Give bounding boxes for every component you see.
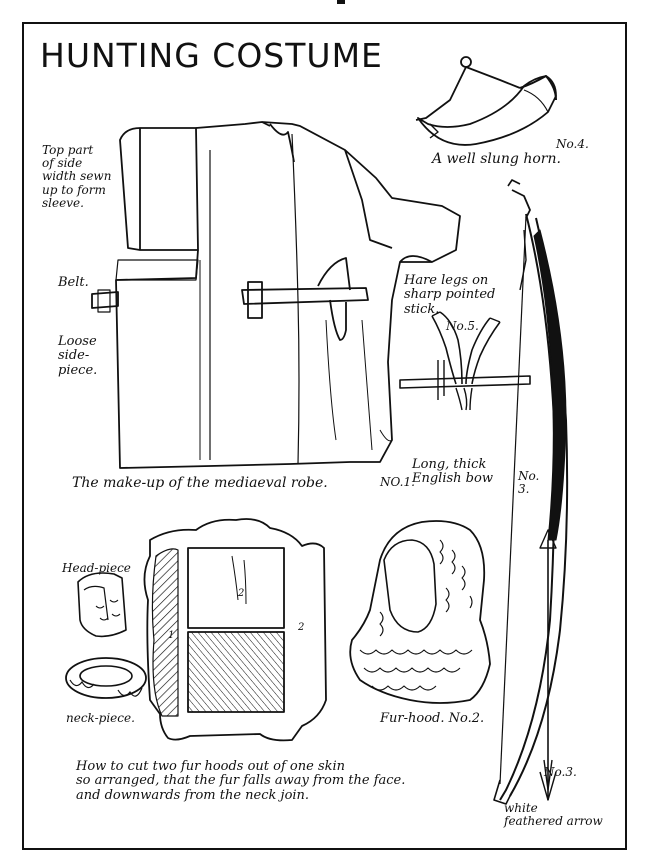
skin-diagram-drawing (143, 518, 327, 742)
page-title: HUNTING COSTUME (40, 36, 383, 75)
fur-hood-drawing (349, 520, 491, 704)
sleeve-note: Top part of side width sewn up to form s… (42, 143, 112, 210)
robe-caption: The make-up of the mediaeval robe. (72, 475, 328, 491)
skin-caption: How to cut two fur hoods out of one skin… (76, 759, 406, 803)
arrow-caption: white feathered arrow (504, 801, 603, 829)
fur-hood-caption: Fur-hood. No.2. (380, 711, 485, 726)
arrow-number: No.3. (544, 765, 577, 779)
hare-legs-drawing (399, 311, 531, 411)
page-mark (337, 0, 345, 4)
horn-drawing (415, 56, 557, 146)
bow-caption: Long, thick English bow (412, 457, 493, 487)
hare-legs-number: No.5. (446, 319, 479, 333)
horn-caption: A well slung horn. (432, 151, 561, 167)
horn-number: No.4. (556, 137, 589, 151)
skin-section-1-label: 1 (168, 630, 175, 641)
neck-piece-label: neck-piece. (66, 711, 135, 725)
bow-number: No. 3. (518, 469, 540, 497)
belt-label: Belt. (58, 275, 89, 290)
hare-legs-caption: Hare legs on sharp pointed stick. (404, 273, 496, 317)
robe-drawing (91, 121, 461, 469)
head-piece-drawing (77, 572, 127, 638)
neck-piece-drawing (65, 657, 147, 699)
loose-side-piece-label: Loose side- piece. (58, 334, 98, 378)
skin-section-2-label: 2 (298, 622, 305, 633)
head-piece-label: Head-piece (62, 561, 131, 575)
page-frame (22, 22, 627, 850)
robe-number: NO.1. (380, 475, 415, 489)
bow-drawing (493, 179, 569, 805)
skin-section-2b-label: 2 (238, 588, 245, 599)
